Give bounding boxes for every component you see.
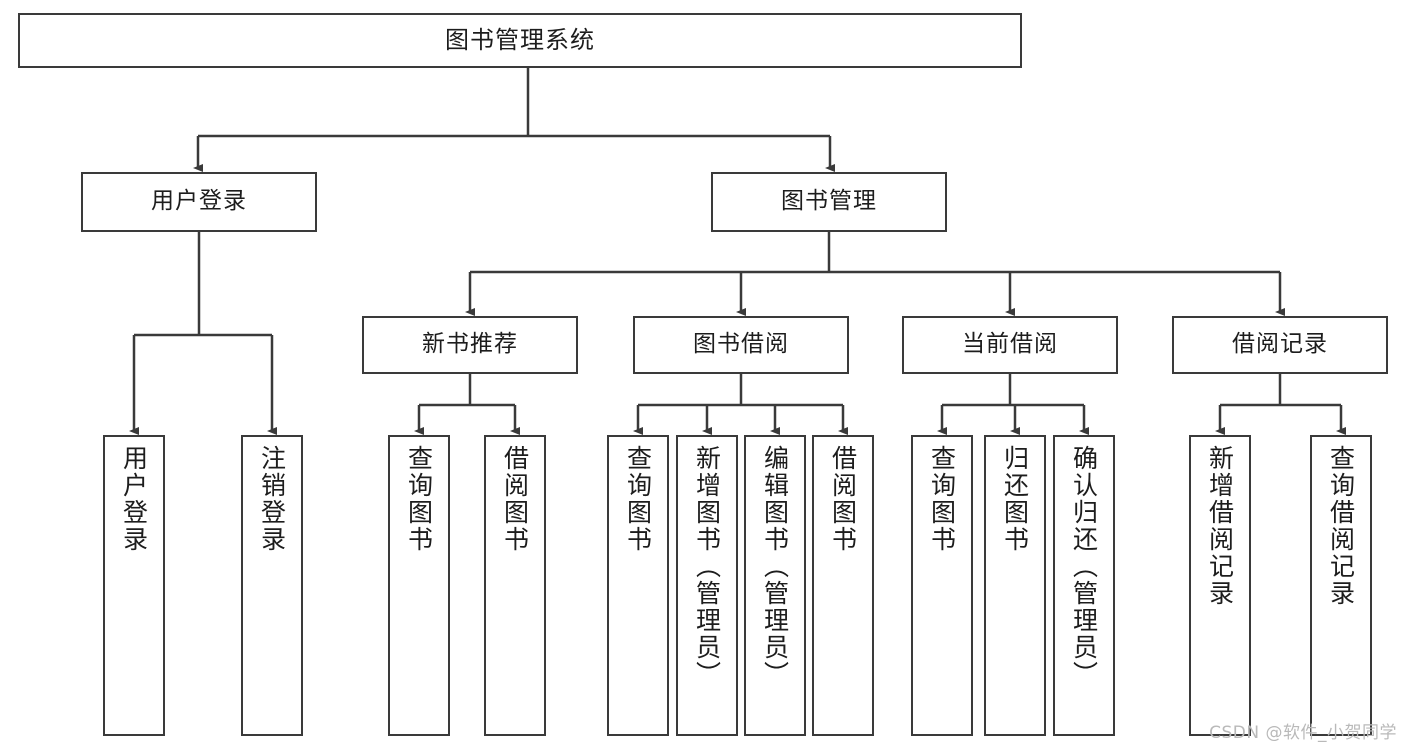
node-leaf-record-search[interactable]: 查询借阅记录 [1310, 435, 1372, 736]
node-leaf-rec-borrow-book[interactable]: 借阅图书 [484, 435, 546, 736]
node-leaf-borrow-edit-book[interactable]: 编辑图书（管理员） [744, 435, 806, 736]
node-book-manage[interactable]: 图书管理 [711, 172, 947, 232]
node-leaf-borrow-lend-book-label: 借阅图书 [828, 445, 858, 553]
node-leaf-current-confirm-return[interactable]: 确认归还（管理员） [1053, 435, 1115, 736]
node-leaf-borrow-query-book-label: 查询图书 [623, 445, 653, 553]
node-leaf-record-search-label: 查询借阅记录 [1326, 445, 1356, 607]
node-book-borrow[interactable]: 图书借阅 [633, 316, 849, 374]
node-user-login-label: 用户登录 [151, 188, 247, 215]
node-leaf-borrow-add-book-label: 新增图书（管理员） [692, 445, 722, 688]
node-borrow-record-label: 借阅记录 [1232, 331, 1328, 358]
node-borrow-record[interactable]: 借阅记录 [1172, 316, 1388, 374]
node-book-manage-label: 图书管理 [781, 188, 877, 215]
node-leaf-borrow-add-book[interactable]: 新增图书（管理员） [676, 435, 738, 736]
node-leaf-rec-borrow-book-label: 借阅图书 [500, 445, 530, 553]
node-leaf-borrow-query-book[interactable]: 查询图书 [607, 435, 669, 736]
node-leaf-user-logout[interactable]: 注销登录 [241, 435, 303, 736]
node-current-borrow-label: 当前借阅 [962, 331, 1058, 358]
node-leaf-rec-query-book-label: 查询图书 [404, 445, 434, 553]
node-root-system[interactable]: 图书管理系统 [18, 13, 1022, 68]
node-leaf-borrow-lend-book[interactable]: 借阅图书 [812, 435, 874, 736]
node-leaf-current-return-book-label: 归还图书 [1000, 445, 1030, 553]
node-leaf-current-query-book-label: 查询图书 [927, 445, 957, 553]
node-book-borrow-label: 图书借阅 [693, 331, 789, 358]
csdn-watermark: CSDN @软件_小贺同学 [1209, 723, 1397, 743]
node-root-system-label: 图书管理系统 [445, 26, 595, 55]
node-leaf-current-confirm-return-label: 确认归还（管理员） [1069, 445, 1099, 688]
node-leaf-current-return-book[interactable]: 归还图书 [984, 435, 1046, 736]
node-leaf-user-login-label: 用户登录 [119, 445, 149, 553]
node-new-book-rec[interactable]: 新书推荐 [362, 316, 578, 374]
node-leaf-user-logout-label: 注销登录 [257, 445, 287, 553]
node-leaf-record-add[interactable]: 新增借阅记录 [1189, 435, 1251, 736]
node-leaf-current-query-book[interactable]: 查询图书 [911, 435, 973, 736]
node-leaf-user-login[interactable]: 用户登录 [103, 435, 165, 736]
node-user-login[interactable]: 用户登录 [81, 172, 317, 232]
node-leaf-borrow-edit-book-label: 编辑图书（管理员） [760, 445, 790, 688]
node-new-book-rec-label: 新书推荐 [422, 331, 518, 358]
node-leaf-rec-query-book[interactable]: 查询图书 [388, 435, 450, 736]
node-current-borrow[interactable]: 当前借阅 [902, 316, 1118, 374]
node-leaf-record-add-label: 新增借阅记录 [1205, 445, 1235, 607]
